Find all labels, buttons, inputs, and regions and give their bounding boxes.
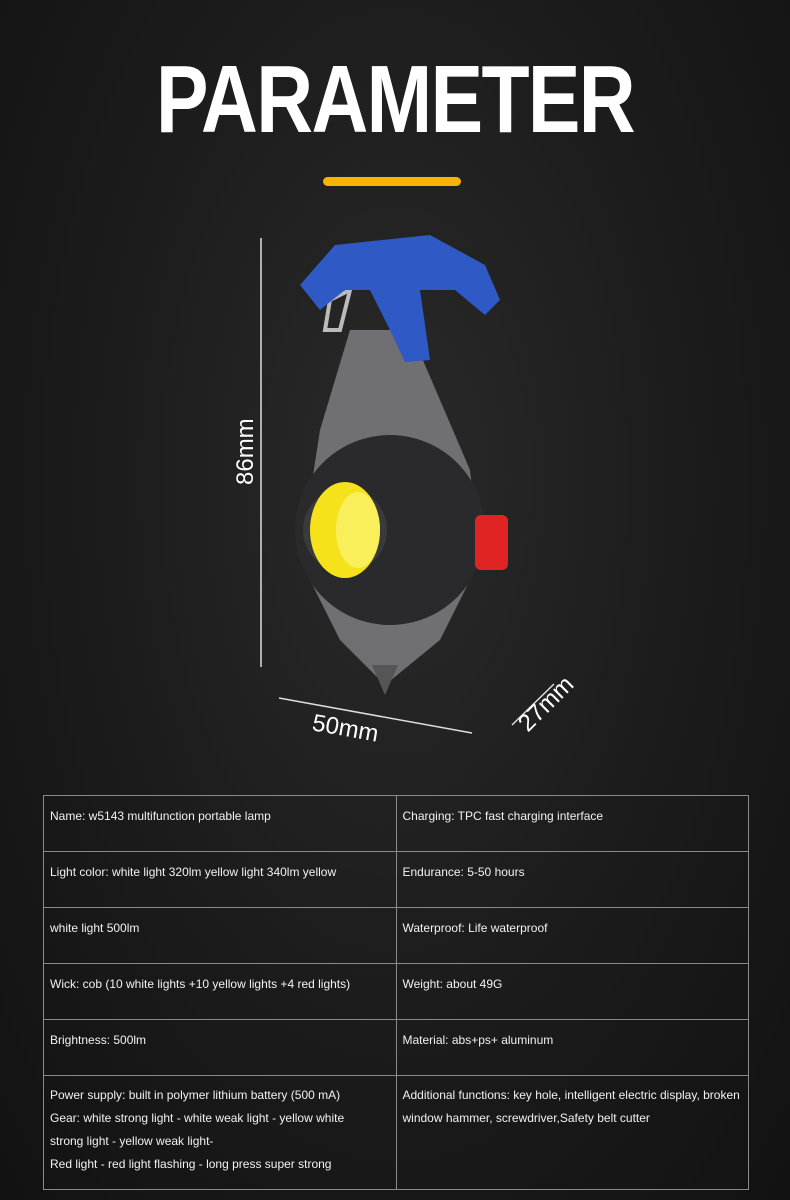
- spec-cell: Weight: about 49G: [395, 963, 749, 1020]
- spec-cell: Charging: TPC fast charging interface: [395, 795, 749, 852]
- page-title: PARAMETER: [156, 46, 636, 153]
- carabiner-clip: [322, 286, 353, 332]
- power-button[interactable]: [475, 515, 508, 570]
- spec-line: Additional functions: key hole, intellig…: [402, 1088, 740, 1102]
- spec-line: Gear: white strong light - white weak li…: [50, 1111, 345, 1125]
- spec-line: Power supply: built in polymer lithium b…: [50, 1088, 341, 1102]
- spec-cell: Wick: cob (10 white lights +10 yellow li…: [43, 963, 397, 1020]
- spec-cell: Name: w5143 multifunction portable lamp: [43, 795, 397, 852]
- blue-handle: [300, 235, 500, 362]
- spec-cell: Brightness: 500lm: [43, 1019, 397, 1076]
- product-illustration: [260, 235, 555, 734]
- spec-cell: Endurance: 5-50 hours: [395, 851, 749, 908]
- accent-bar: [323, 177, 461, 186]
- spec-cell: white light 500lm: [43, 907, 397, 964]
- spec-line: window hammer, screwdriver,Safety belt c…: [402, 1111, 650, 1125]
- width-dimension-line: [278, 697, 473, 734]
- spec-cell: Additional functions: key hole, intellig…: [395, 1075, 749, 1190]
- table-row: Power supply: built in polymer lithium b…: [43, 1075, 749, 1190]
- spec-cell: Waterproof: Life waterproof: [395, 907, 749, 964]
- height-label: 86mm: [232, 418, 259, 485]
- table-row: Light color: white light 320lm yellow li…: [43, 851, 749, 908]
- spec-line: Red light - red light flashing - long pr…: [50, 1157, 332, 1171]
- table-row: Wick: cob (10 white lights +10 yellow li…: [43, 963, 749, 1020]
- spec-cell: Light color: white light 320lm yellow li…: [43, 851, 397, 908]
- hammer-tip: [372, 665, 398, 695]
- depth-dimension-line: [511, 683, 555, 726]
- spec-cell: Power supply: built in polymer lithium b…: [43, 1075, 397, 1190]
- spec-cell: Material: abs+ps+ aluminum: [395, 1019, 749, 1076]
- spec-line: strong light - yellow weak light-: [50, 1134, 214, 1148]
